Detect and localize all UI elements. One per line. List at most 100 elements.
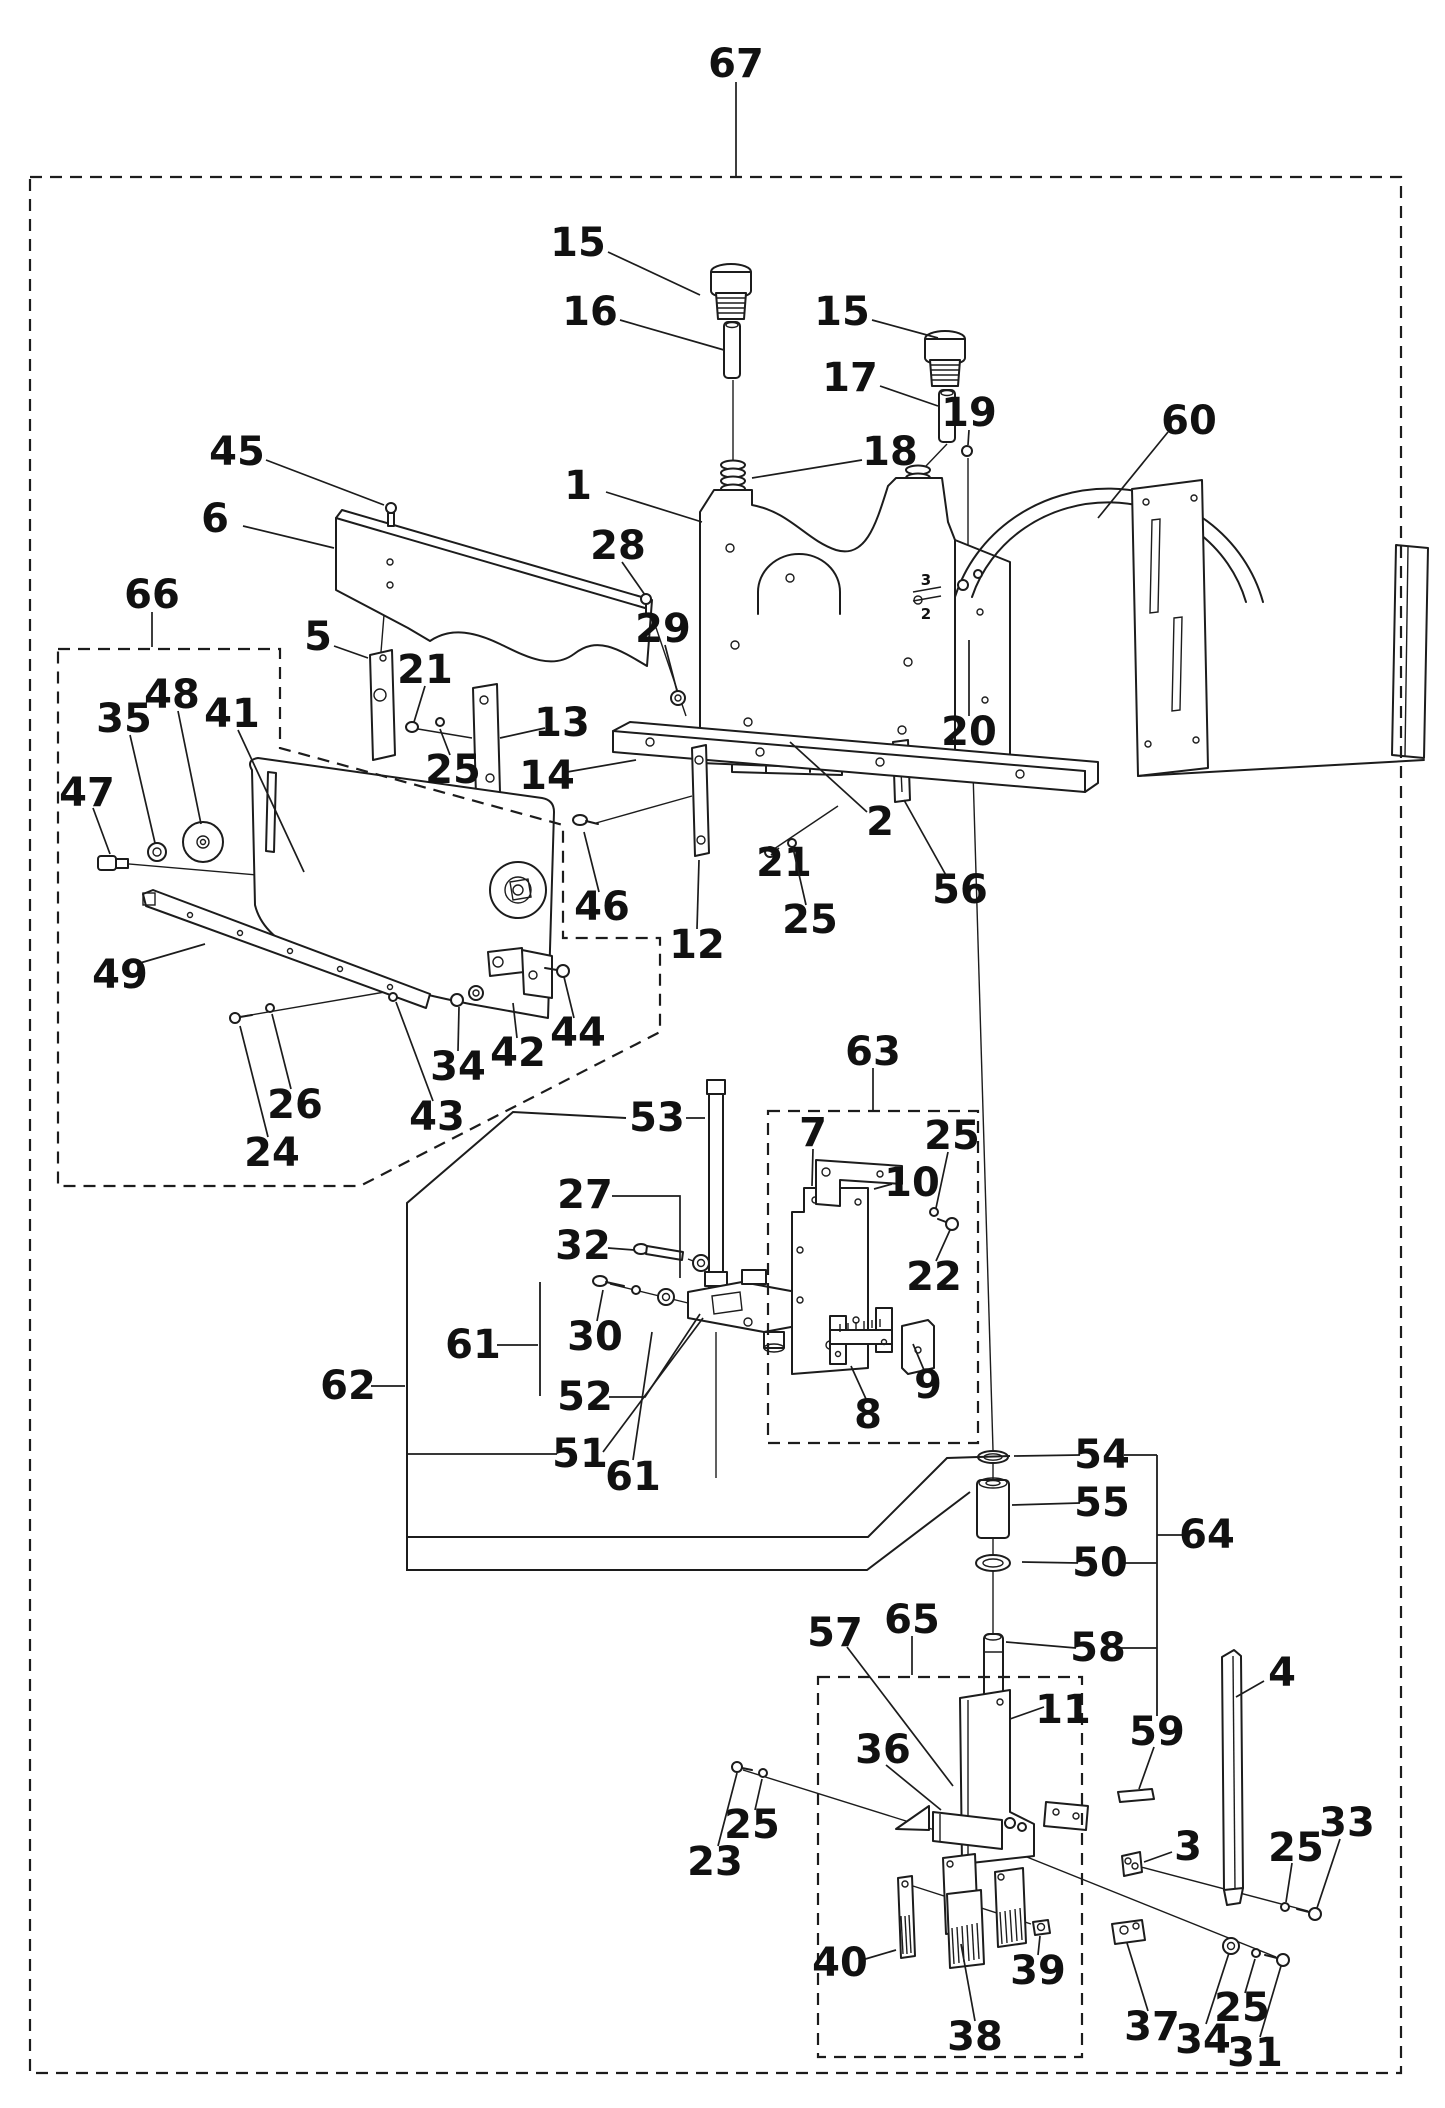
- callout-22-44: 22: [906, 1254, 962, 1300]
- part-9-block: [901, 1319, 935, 1375]
- callout-leader-10: [873, 1183, 893, 1190]
- part-15-crown-screw-left: [710, 263, 752, 320]
- callout-3-66: 3: [1174, 1824, 1202, 1870]
- bracket-connectors: [539, 1282, 1158, 1716]
- part-55-roller: [976, 1477, 1010, 1539]
- callout-leader-8: [850, 1365, 867, 1400]
- callout-39-70: 39: [1010, 1948, 1066, 1994]
- callout-leader2-51: [602, 1317, 704, 1453]
- callout-leader-6: [242, 525, 335, 549]
- callout-leader-25: [935, 1151, 949, 1209]
- part-41-plate: [249, 757, 555, 1019]
- part-19-ball: [961, 445, 973, 457]
- callout-leader-50: [1021, 1561, 1079, 1564]
- callout-leader-25: [1285, 1862, 1293, 1903]
- callout-leader-24: [239, 1025, 269, 1138]
- part-40-comb-plate: [897, 1875, 916, 1959]
- part-28-screw: [640, 593, 652, 615]
- callout-66-12: 66: [124, 572, 180, 618]
- callout-leader-25: [754, 1778, 763, 1811]
- callout-59-62: 59: [1129, 1709, 1185, 1755]
- callout-38-71: 38: [947, 2014, 1003, 2060]
- callout-24-36: 24: [244, 1130, 300, 1176]
- callout-37-72: 37: [1124, 2004, 1180, 2050]
- part-35-washer: [147, 842, 167, 862]
- callout-leader-31: [1259, 1965, 1282, 2038]
- callout-leader-11: [1009, 1706, 1045, 1720]
- part-34-washer-lower: [1222, 1937, 1240, 1955]
- part-51-52-valve-block: [687, 1269, 819, 1353]
- callout-leader-59: [1138, 1746, 1155, 1790]
- callout-leader-29: [664, 644, 678, 692]
- part-26-nut: [265, 1003, 275, 1013]
- callout-27-42: 27: [557, 1172, 613, 1218]
- group-65-boundary: [816, 1675, 1084, 2059]
- part-10-bracket: [815, 1159, 903, 1207]
- callout-48-16: 48: [144, 672, 200, 718]
- callout-58-59: 58: [1070, 1625, 1126, 1671]
- part-23-screw-and-25-nut: [731, 1761, 768, 1778]
- callout-leader-18: [751, 459, 863, 479]
- callout-51-50: 51: [552, 1431, 608, 1477]
- callout-29-13: 29: [635, 606, 691, 652]
- part-3-cable-clamp: [1121, 1851, 1143, 1877]
- callout-leader-22: [935, 1229, 951, 1262]
- callout-leader-16: [619, 319, 725, 351]
- part-53-rod: [704, 1079, 728, 1307]
- part-29-washer: [670, 690, 686, 706]
- callout-6-10: 6: [201, 496, 229, 542]
- callout-leader-12: [696, 859, 700, 930]
- callout-18-6: 18: [862, 429, 918, 475]
- callout-leader-34: [1205, 1952, 1230, 2025]
- callout-11-61: 11: [1035, 1687, 1091, 1733]
- callout-33-68: 33: [1319, 1800, 1375, 1846]
- callout-34-73: 34: [1175, 2017, 1231, 2063]
- callout-32-43: 32: [555, 1223, 611, 1269]
- callout-leader-34: [457, 1006, 460, 1052]
- callout-26-34: 26: [267, 1082, 323, 1128]
- axis-lines: [117, 380, 1309, 1958]
- callout-leader-30: [596, 1289, 604, 1322]
- callout-leader-26: [271, 1013, 292, 1090]
- callout-47-22: 47: [59, 770, 115, 816]
- callout-leader-17: [879, 385, 939, 407]
- callout-leader-25: [792, 847, 807, 906]
- part-44-screw: [544, 964, 570, 978]
- part-34-nut-washer-upper: [450, 985, 484, 1007]
- callout-14-21: 14: [519, 753, 575, 799]
- callout-leader-35: [129, 734, 156, 844]
- callout-61-46: 61: [445, 1322, 501, 1368]
- part-6-guard-plate: [335, 509, 653, 667]
- part-38-comb-plates: [942, 1853, 1027, 1969]
- callout-leader-21: [413, 685, 426, 723]
- part-46-screw: [572, 814, 599, 826]
- callout-53-38: 53: [629, 1095, 685, 1141]
- callout-56-26: 56: [932, 867, 988, 913]
- callout-leader-36: [885, 1764, 942, 1811]
- solid-group-outlines: [406, 1110, 1011, 1571]
- callout-leader-21: [770, 847, 780, 856]
- callout-36-63: 36: [855, 1727, 911, 1773]
- callout-leader-42: [512, 1002, 518, 1039]
- part-47-screw: [97, 855, 129, 871]
- callout-67-0: 67: [708, 41, 764, 87]
- callout-leader-54: [1013, 1454, 1081, 1457]
- part-4-strip: [1221, 1649, 1244, 1906]
- part-33-screw: [1296, 1907, 1322, 1921]
- part-25-nut-lower-right: [1251, 1948, 1261, 1958]
- callout-leader-13: [499, 727, 546, 739]
- dashed-group-boundaries: [28, 175, 1403, 2075]
- callout-5-14: 5: [304, 614, 332, 660]
- callout-leader-40: [861, 1949, 897, 1961]
- part-15-crown-screw-right: [924, 330, 966, 387]
- callout-leader-39: [1037, 1935, 1041, 1956]
- callout-17-4: 17: [822, 355, 878, 401]
- part-25-nut-upper-right: [1280, 1902, 1290, 1912]
- callout-leader-23: [717, 1772, 738, 1847]
- callout-leader-7: [811, 1148, 814, 1187]
- callout-leader-3: [1143, 1851, 1173, 1863]
- part-59-pin: [1117, 1788, 1155, 1803]
- callout-31-75: 31: [1227, 2030, 1283, 2076]
- callout-49-30: 49: [92, 952, 148, 998]
